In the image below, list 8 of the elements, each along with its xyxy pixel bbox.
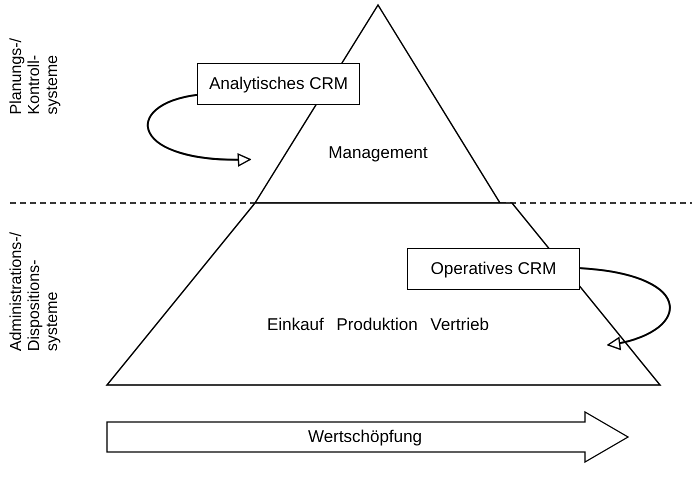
section-label: Einkauf Produktion Vertrieb — [267, 315, 489, 335]
curved-arrow — [580, 267, 671, 350]
process-box: Analytisches CRM — [197, 63, 360, 105]
side-label: Planungs-/ Kontroll- systeme — [8, 38, 62, 114]
section-label: Management — [328, 143, 428, 163]
curved-arrow — [146, 94, 251, 166]
arrow-label: Wertschöpfung — [308, 427, 422, 447]
side-label: Administrations-/ Dispositions- systeme — [8, 232, 62, 352]
